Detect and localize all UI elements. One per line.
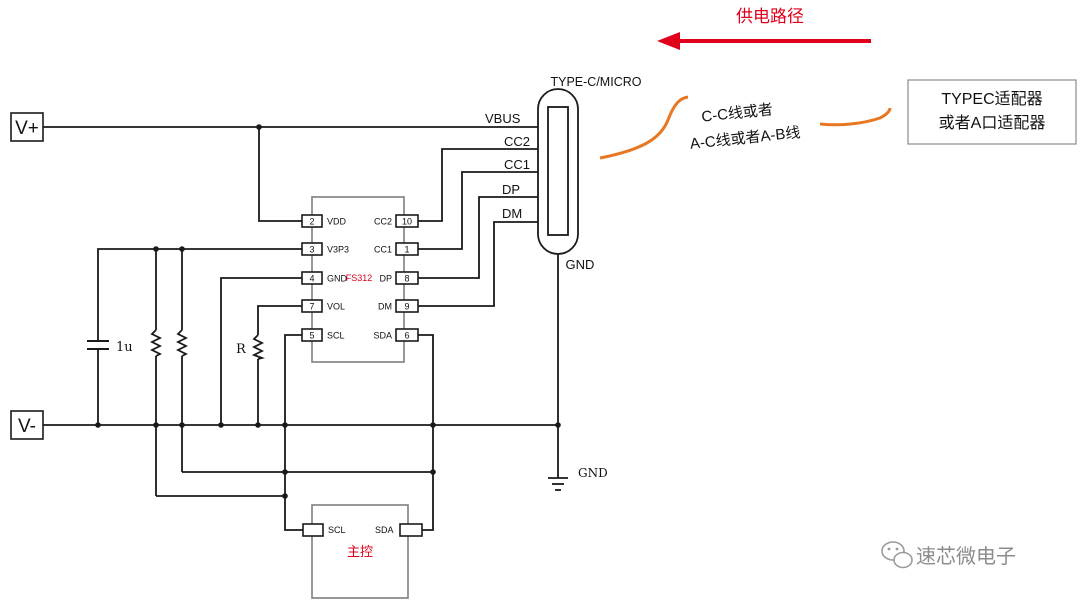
mcu-sda-label: SDA xyxy=(375,525,394,535)
cable-note-line1: C-C线或者 xyxy=(701,101,774,125)
vol-resistor xyxy=(251,334,266,360)
pin-label: SCL xyxy=(327,331,345,341)
pin-number: 7 xyxy=(309,302,314,312)
pin-label: DP xyxy=(379,274,392,284)
pin-label: VDD xyxy=(327,217,347,227)
pin-number: 6 xyxy=(404,331,409,341)
cable-curve xyxy=(599,95,892,160)
chip-pin-scl: 5 SCL xyxy=(301,328,345,342)
chip-left-pins: 2 VDD 3 V3P3 4 GND 7 VOL 5 SCL xyxy=(301,214,349,342)
resistor-label: R xyxy=(236,342,247,357)
pullup-resistor-sda xyxy=(175,329,189,357)
vbus-label: VBUS xyxy=(485,111,521,126)
chip-pin-vol: 7 VOL xyxy=(301,299,345,313)
chip-pin-v3p3: 3 V3P3 xyxy=(301,242,349,256)
chip-pin-cc2: 10 CC2 xyxy=(374,214,419,228)
typec-connector xyxy=(537,88,579,255)
power-path-arrow xyxy=(657,32,871,50)
vminus-label: V- xyxy=(18,416,36,437)
adapter-line1: TYPEC适配器 xyxy=(941,90,1042,108)
connector-gnd-label: GND xyxy=(566,257,595,272)
dm-line-label: DM xyxy=(502,206,522,221)
pin-label: GND xyxy=(327,274,348,284)
chip-pin-dm: 9 DM xyxy=(378,299,419,313)
mcu-sda-pin xyxy=(399,523,423,537)
adapter-box xyxy=(907,79,1077,145)
ground-symbol xyxy=(548,477,568,491)
cc1-line-label: CC1 xyxy=(504,157,530,172)
pin-label: VOL xyxy=(327,302,345,312)
chip-pin-dp: 8 DP xyxy=(379,271,419,285)
wiring xyxy=(43,126,559,531)
chip-pin-sda: 6 SDA xyxy=(373,328,419,342)
pin-number: 3 xyxy=(309,245,314,255)
chip-right-pins: 10 CC2 1 CC1 8 DP 9 DM 6 SDA xyxy=(373,214,419,342)
pin-number: 9 xyxy=(404,302,409,312)
pin-number: 10 xyxy=(402,217,412,227)
mcu-scl-pin xyxy=(302,523,324,537)
pin-label: DM xyxy=(378,302,392,312)
junction-dots xyxy=(95,124,561,499)
pin-number: 4 xyxy=(309,274,314,284)
mcu-label: 主控 xyxy=(347,544,373,559)
pullup-resistor-scl xyxy=(149,329,163,357)
vplus-terminal: V+ xyxy=(10,112,44,142)
dp-line-label: DP xyxy=(502,182,520,197)
mcu-scl-label: SCL xyxy=(328,525,346,535)
pin-label: CC2 xyxy=(374,217,392,227)
mcu-body xyxy=(311,504,409,599)
pin-number: 2 xyxy=(309,217,314,227)
cable-note-line2: A-C线或者A-B线 xyxy=(689,124,801,152)
connector-title: TYPE-C/MICRO xyxy=(551,75,642,89)
power-path-label: 供电路径 xyxy=(736,7,804,27)
chip-pin-vdd: 2 VDD xyxy=(301,214,347,228)
pin-number: 8 xyxy=(404,274,409,284)
watermark-text: 速芯微电子 xyxy=(916,545,1016,568)
vminus-terminal: V- xyxy=(10,410,44,440)
wechat-icon xyxy=(881,541,913,569)
pin-number: 5 xyxy=(309,331,314,341)
vplus-label: V+ xyxy=(15,118,39,139)
capacitor-label: 1u xyxy=(116,340,133,355)
adapter-line2: 或者A口适配器 xyxy=(939,114,1046,132)
capacitor xyxy=(87,335,109,355)
pin-label: SDA xyxy=(373,331,392,341)
ground-symbol-label: GND xyxy=(578,466,608,480)
chip-pin-cc1: 1 CC1 xyxy=(374,242,419,256)
pin-number: 1 xyxy=(404,245,409,255)
pin-label: CC1 xyxy=(374,245,392,255)
chip-name: FS312 xyxy=(346,273,373,283)
chip-pin-gnd: 4 GND xyxy=(301,271,348,285)
cc2-line-label: CC2 xyxy=(504,134,530,149)
pin-label: V3P3 xyxy=(327,245,349,255)
